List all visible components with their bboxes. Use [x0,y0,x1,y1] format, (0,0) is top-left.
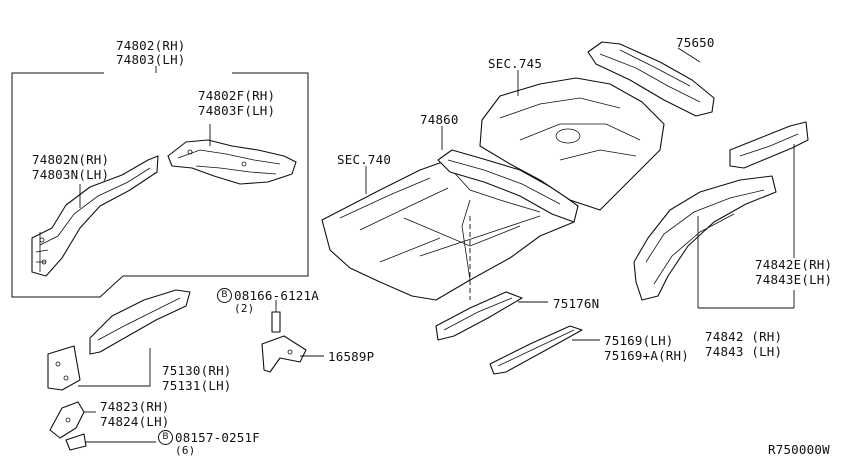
part-74802n [31,155,159,277]
label-74823: 74823(RH) [100,399,170,414]
label-74843e: 74843E(LH) [755,272,833,287]
part-75130 [47,289,191,391]
part-74802f [167,139,297,185]
label-16589p: 16589P [328,349,375,364]
diagram-code: R750000W [768,442,830,457]
part-75176n [435,291,523,341]
label-74802f: 74802F(RH) [198,88,276,103]
label-75130: 75130(RH) [162,363,232,378]
bolt-b-icon-1: B [217,288,232,303]
label-75169: 75169(LH) [604,333,674,348]
part-74842 [633,175,777,301]
label-08166-6121a: 08166-6121A [234,288,319,303]
label-75650: 75650 [676,35,715,50]
part-74823 [49,401,87,451]
label-74803n: 74803N(LH) [32,167,110,182]
part-sec740-front-floor [321,159,575,301]
part-75650 [587,41,715,117]
part-sec745-rear-floor [479,77,665,211]
label-75169a: 75169+A(RH) [604,348,689,363]
label-74842: 74842 (RH) [705,329,783,344]
label-74803f: 74803F(LH) [198,103,276,118]
group-box-74802 [11,72,309,298]
part-74842e [729,121,809,169]
label-74824: 74824(LH) [100,414,170,429]
part-16589p [261,311,307,373]
label-sec740: SEC.740 [337,152,392,167]
label-sec745: SEC.745 [488,56,543,71]
label-74860: 74860 [420,112,459,127]
label-08157-0251f: 08157-0251F [175,430,260,445]
label-74802: 74802(RH) [116,38,186,53]
label-bolt1-qty: (2) [234,302,255,315]
part-75169 [489,325,583,375]
label-75176n: 75176N [553,296,600,311]
label-75131: 75131(LH) [162,378,232,393]
label-74842e: 74842E(RH) [755,257,833,272]
label-74843: 74843 (LH) [705,344,783,359]
bolt-b-icon-2: B [158,430,173,445]
label-74803: 74803(LH) [116,52,186,67]
label-74802n: 74802N(RH) [32,152,110,167]
part-74860 [437,149,579,223]
label-bolt2-qty: (6) [175,444,196,457]
